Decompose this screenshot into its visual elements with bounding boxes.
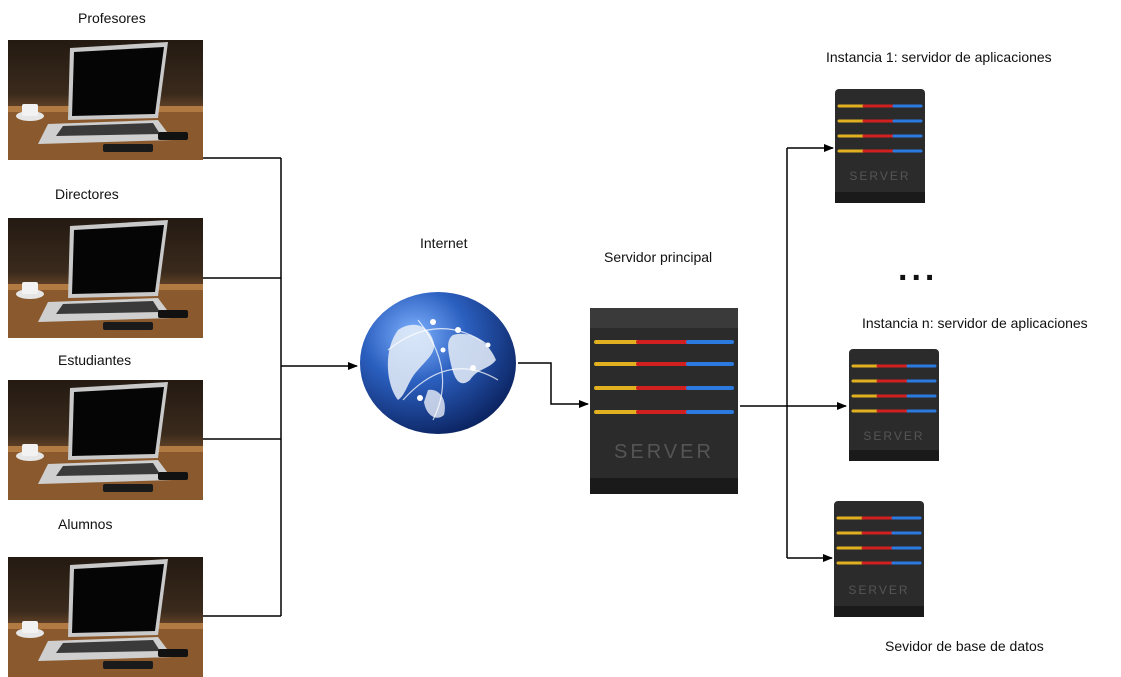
server-badge-text: SERVER <box>849 169 910 183</box>
server-badge-text: SERVER <box>848 583 909 597</box>
laptop-icon <box>8 382 203 500</box>
server-badge-text: SERVER <box>614 441 714 463</box>
server-badge-text: SERVER <box>863 429 924 443</box>
laptop-photo-profesores <box>8 40 203 160</box>
instance-1-server-icon: SERVER <box>835 89 925 203</box>
client-label-alumnos: Alumnos <box>58 516 113 532</box>
laptop-photo-directores <box>8 218 203 338</box>
main-server-icon: SERVER <box>590 308 738 494</box>
main-server-label: Servidor principal <box>604 249 713 265</box>
laptop-icon <box>8 220 203 338</box>
database-server-icon: SERVER <box>834 501 924 617</box>
instance-n-label: Instancia n: servidor de aplicaciones <box>862 315 1088 331</box>
arrow-to-main-server <box>518 362 589 408</box>
laptop-icon <box>8 42 203 160</box>
instance-n-server-icon: SERVER <box>849 349 939 461</box>
client-label-profesores: Profesores <box>78 10 146 26</box>
client-label-estudiantes: Estudiantes <box>58 352 132 368</box>
client-label-directores: Directores <box>55 186 119 202</box>
globe-icon <box>360 292 516 434</box>
laptop-photo-alumnos <box>8 557 203 677</box>
ellipsis-indicator: ... <box>898 250 939 288</box>
database-server-label: Sevidor de base de datos <box>885 638 1044 654</box>
instance-1-label: Instancia 1: servidor de aplicaciones <box>826 49 1052 65</box>
laptop-icon <box>8 559 203 677</box>
internet-label: Internet <box>420 235 468 251</box>
laptop-photo-estudiantes <box>8 380 203 500</box>
